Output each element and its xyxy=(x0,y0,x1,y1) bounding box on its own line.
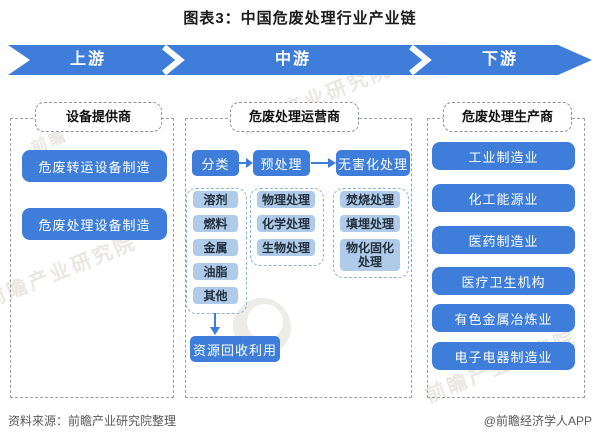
classification-item: 金属 xyxy=(193,239,238,256)
page-title: 图表3：中国危废处理行业产业链 xyxy=(183,10,417,27)
midstream-column-header: 危废处理运营商 xyxy=(230,102,359,132)
flow-arrow-down-icon xyxy=(210,313,220,335)
pretreatment-items-container xyxy=(250,188,324,266)
upstream-box-treatment-equipment: 危废处理设备制造 xyxy=(22,208,167,240)
upstream-column-header: 设备提供商 xyxy=(35,102,162,132)
pretreatment-item: 物理处理 xyxy=(257,191,315,208)
downstream-box-medical: 医疗卫生机构 xyxy=(432,267,575,295)
flow-arrow-right-icon xyxy=(239,158,253,168)
classification-item: 溶剂 xyxy=(193,191,238,208)
classification-item: 油脂 xyxy=(193,263,238,280)
downstream-box-nonferrous: 有色金属冶炼业 xyxy=(432,304,575,332)
classification-items-container xyxy=(186,188,247,314)
process-arrow-banner xyxy=(8,44,592,76)
harmless-item: 填埋处理 xyxy=(340,215,400,232)
flow-step-classification: 分类 xyxy=(192,150,239,176)
harmless-item: 焚烧处理 xyxy=(340,191,400,208)
flow-arrow-right-icon xyxy=(311,158,336,168)
credit-note: @前瞻经济学人APP xyxy=(483,414,592,428)
flow-step-harmless-treatment: 无害化处理 xyxy=(336,150,410,176)
banner-segment-midstream: 中游 xyxy=(274,51,311,68)
upstream-box-transport-equipment: 危废转运设备制造 xyxy=(22,150,167,182)
harmless-item: 物化固化处理 xyxy=(340,239,400,271)
source-note: 资料来源：前瞻产业研究院整理 xyxy=(8,414,177,428)
classification-item: 燃料 xyxy=(193,215,238,232)
downstream-box-chemical-energy: 化工能源业 xyxy=(432,184,575,212)
harmless-items-container xyxy=(333,188,409,278)
classification-item: 其他 xyxy=(193,287,238,304)
chevron-separator-icon xyxy=(162,44,185,76)
downstream-box-pharma: 医药制造业 xyxy=(432,226,575,254)
pretreatment-item: 生物处理 xyxy=(257,239,315,256)
downstream-box-industrial: 工业制造业 xyxy=(432,142,575,170)
downstream-box-electronics: 电子电器制造业 xyxy=(432,342,575,370)
chevron-separator-icon xyxy=(409,44,432,76)
banner-arrow-shape xyxy=(8,45,592,75)
downstream-column-header: 危废处理生产商 xyxy=(443,102,572,132)
pretreatment-item: 化学处理 xyxy=(257,215,315,232)
flow-step-pretreatment: 预处理 xyxy=(253,150,310,176)
banner-segment-upstream: 上游 xyxy=(69,51,106,68)
banner-segment-downstream: 下游 xyxy=(481,51,518,68)
recycle-utilization-box: 资源回收利用 xyxy=(190,336,280,362)
